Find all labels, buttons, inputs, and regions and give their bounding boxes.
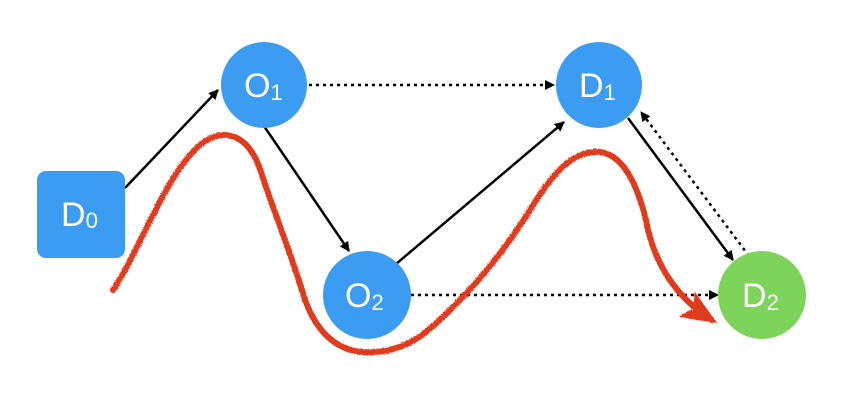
node-d2-label: D [742,277,767,315]
node-o1-subscript: 1 [270,80,282,105]
nodes: D0 O1 O2 D1 D2 [37,42,806,339]
hand-drawn-path-arrow [110,132,718,356]
node-o1-label: O [244,67,270,105]
node-d2: D2 [718,251,806,339]
node-d1-shape [556,42,642,128]
node-d0-shape [37,171,125,258]
node-o2-label: O [345,277,371,315]
node-d1: D1 [556,42,642,128]
edge-d0-o1 [124,89,219,189]
edge-d1-d2 [626,117,735,261]
node-d2-subscript: 2 [767,290,779,315]
svg-text:D2: D2 [742,277,779,315]
node-d0-label: D [61,196,86,234]
node-o2: O2 [323,251,411,339]
edge-o1-o2 [262,125,351,252]
node-o2-shape [323,251,411,339]
edge-d2-d1-dotted [640,111,750,257]
node-o1-shape [221,42,307,128]
node-d0-subscript: 0 [86,208,98,233]
node-d0: D0 [37,171,125,258]
node-d1-subscript: 1 [604,80,616,105]
node-d1-label: D [579,67,604,105]
svg-text:O2: O2 [345,277,384,315]
edges [124,80,750,300]
svg-text:O1: O1 [244,67,283,105]
node-d2-shape [718,251,806,339]
node-o2-subscript: 2 [371,290,383,315]
svg-text:D0: D0 [61,196,98,234]
svg-text:D1: D1 [579,67,616,105]
node-o1: O1 [221,42,307,128]
edge-o2-d1 [395,121,565,265]
